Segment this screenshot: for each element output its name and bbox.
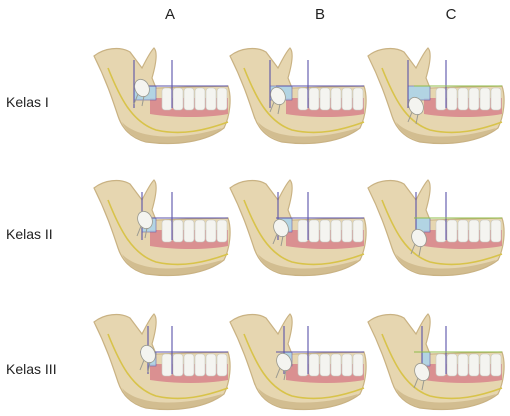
tooth — [320, 354, 330, 376]
tooth — [469, 354, 479, 376]
tooth — [491, 220, 501, 242]
mandible-illustration — [360, 38, 508, 150]
tooth — [309, 220, 319, 242]
tooth — [480, 220, 490, 242]
row-label-kelas-2: Kelas II — [6, 226, 53, 242]
tooth — [447, 354, 457, 376]
tooth — [458, 354, 468, 376]
mandible-illustration — [360, 170, 508, 282]
tooth — [320, 220, 330, 242]
tooth — [184, 354, 194, 376]
tooth — [458, 88, 468, 110]
tooth — [162, 220, 172, 242]
tooth — [162, 354, 172, 376]
tooth — [342, 220, 352, 242]
tooth — [342, 88, 352, 110]
tooth — [331, 220, 341, 242]
tooth — [184, 88, 194, 110]
tooth — [184, 220, 194, 242]
mandible-illustration — [222, 38, 370, 150]
mandible-illustration — [86, 38, 234, 150]
row-label-kelas-3: Kelas III — [6, 361, 57, 377]
tooth — [447, 88, 457, 110]
mandible-illustration — [86, 304, 234, 416]
tooth — [491, 354, 501, 376]
tooth — [342, 354, 352, 376]
tooth — [195, 220, 205, 242]
tooth — [298, 354, 308, 376]
mandible-illustration — [222, 304, 370, 416]
tooth — [320, 88, 330, 110]
tooth — [469, 220, 479, 242]
tooth — [206, 354, 216, 376]
mandible-illustration — [222, 170, 370, 282]
tooth — [447, 220, 457, 242]
tooth — [331, 88, 341, 110]
tooth — [173, 354, 183, 376]
tooth — [436, 220, 446, 242]
tooth — [206, 220, 216, 242]
tooth — [195, 88, 205, 110]
tooth — [436, 88, 446, 110]
tooth — [298, 88, 308, 110]
column-header-c: C — [431, 6, 471, 23]
tooth — [298, 220, 308, 242]
tooth — [436, 354, 446, 376]
tooth — [195, 354, 205, 376]
tooth — [458, 220, 468, 242]
column-header-b: B — [300, 6, 340, 23]
row-label-kelas-1: Kelas I — [6, 94, 49, 110]
tooth — [162, 88, 172, 110]
tooth — [173, 220, 183, 242]
mandible-illustration — [360, 304, 508, 416]
tooth — [491, 88, 501, 110]
tooth — [469, 88, 479, 110]
tooth — [173, 88, 183, 110]
tooth — [480, 354, 490, 376]
tooth — [206, 88, 216, 110]
tooth — [331, 354, 341, 376]
mandible-illustration — [86, 170, 234, 282]
tooth — [309, 88, 319, 110]
tooth — [480, 88, 490, 110]
column-header-a: A — [150, 6, 190, 23]
tooth — [309, 354, 319, 376]
